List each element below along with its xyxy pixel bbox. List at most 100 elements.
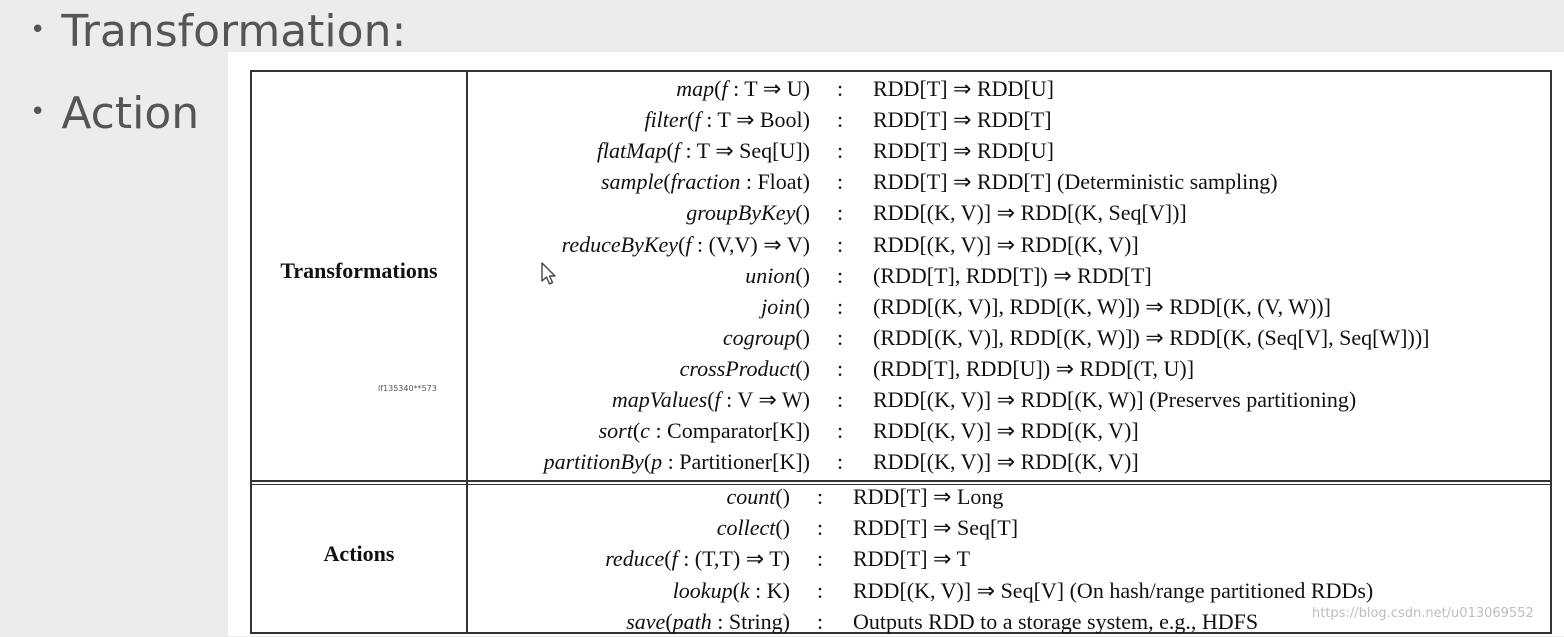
rdd-operations-table: Transformations Actions lf135340**573 ma… bbox=[250, 70, 1552, 634]
operation-signature: sort(c : Comparator[K]) bbox=[474, 415, 810, 446]
type-separator: : bbox=[836, 262, 844, 288]
operation-name: groupByKey bbox=[686, 200, 796, 226]
type-separator: : bbox=[836, 355, 844, 381]
type-separator: : bbox=[836, 138, 844, 164]
result-type: RDD[T] ⇒ Long bbox=[853, 484, 1004, 509]
result-type: RDD[T] ⇒ Seq[T] bbox=[853, 515, 1019, 541]
operation-name: join bbox=[761, 293, 796, 319]
table-row: mapValues(f : V ⇒ W): RDD[(K, V)] ⇒ RDD[(… bbox=[252, 384, 1550, 415]
result-type: RDD[T] ⇒ RDD[U] bbox=[873, 76, 1054, 101]
bullet-dot: • bbox=[30, 15, 46, 45]
table-row: sample(fraction : Float): RDD[T] ⇒ RDD[T]… bbox=[252, 166, 1550, 197]
operation-name: save bbox=[626, 608, 666, 634]
param-name: path bbox=[672, 608, 712, 634]
param-name: f bbox=[694, 107, 701, 133]
operation-name: collect bbox=[716, 515, 776, 541]
operation-name: cogroup bbox=[722, 324, 796, 350]
type-separator: : bbox=[836, 324, 844, 350]
param-name: f bbox=[685, 231, 692, 257]
operation-signature: union() bbox=[474, 260, 810, 291]
table-row: cogroup(): (RDD[(K, V)], RDD[(K, W)]) ⇒ R… bbox=[252, 322, 1550, 353]
result-type: (RDD[(K, V)], RDD[(K, W)]) ⇒ RDD[(K, (Se… bbox=[873, 324, 1430, 350]
args-open: () bbox=[775, 515, 790, 541]
site-watermark: https://blog.csdn.net/u013069552 bbox=[1312, 606, 1534, 621]
args-open: () bbox=[795, 200, 810, 226]
table-row: save(path : String): Outputs RDD to a sto… bbox=[252, 606, 1550, 637]
result-type: (RDD[(K, V)], RDD[(K, W)]) ⇒ RDD[(K, (V,… bbox=[873, 293, 1331, 319]
args-open: ( bbox=[707, 387, 715, 412]
type-separator: : bbox=[816, 608, 824, 634]
table-row: reduce(f : (T,T) ⇒ T):RDD[T] ⇒ T bbox=[252, 543, 1550, 574]
args-open: () bbox=[775, 484, 790, 509]
type-separator: : bbox=[836, 200, 844, 226]
operation-name: map bbox=[676, 76, 715, 101]
result-type: RDD[(K, V)] ⇒ Seq[V] (On hash/range part… bbox=[853, 577, 1374, 603]
operation-signature: reduceByKey(f : (V,V) ⇒ V) bbox=[474, 229, 810, 260]
result-type: RDD[(K, V)] ⇒ RDD[(K, V)] bbox=[873, 449, 1139, 475]
param-name: f bbox=[721, 76, 728, 101]
operation-signature: join() bbox=[474, 291, 810, 322]
args-open: ( bbox=[664, 546, 672, 572]
result-type: RDD[(K, V)] ⇒ RDD[(K, V)] bbox=[873, 418, 1139, 444]
type-separator: : bbox=[836, 418, 844, 444]
param-type: : Partitioner[K]) bbox=[662, 449, 810, 475]
operation-name: union bbox=[745, 262, 796, 288]
section-divider-double bbox=[252, 484, 1550, 485]
param-type: : T ⇒ Bool) bbox=[700, 107, 810, 133]
result-type: RDD[(K, V)] ⇒ RDD[(K, Seq[V])] bbox=[873, 200, 1187, 226]
bullet-action: •Action bbox=[30, 88, 199, 139]
operation-name: reduceByKey bbox=[561, 231, 679, 257]
args-open: ( bbox=[632, 418, 641, 444]
operation-signature: reduce(f : (T,T) ⇒ T) bbox=[474, 543, 790, 574]
mouse-cursor-icon bbox=[541, 262, 556, 285]
result-type: RDD[T] ⇒ RDD[U] bbox=[873, 138, 1054, 164]
table-row: reduceByKey(f : (V,V) ⇒ V):RDD[(K, V)] ⇒… bbox=[252, 229, 1550, 260]
param-name: f bbox=[714, 387, 721, 412]
result-type: Outputs RDD to a storage system, e.g., H… bbox=[853, 608, 1259, 634]
operation-name: crossProduct bbox=[679, 355, 796, 381]
operation-signature: partitionBy(p : Partitioner[K]) bbox=[474, 446, 810, 477]
operation-signature: map(f : T ⇒ U) bbox=[474, 73, 810, 104]
type-separator: : bbox=[836, 231, 844, 257]
result-type: RDD[(K, V)] ⇒ RDD[(K, W)] (Preserves par… bbox=[873, 387, 1357, 412]
type-separator: : bbox=[836, 169, 844, 195]
section-divider bbox=[252, 480, 1550, 482]
operation-signature: cogroup() bbox=[474, 322, 810, 353]
type-separator: : bbox=[836, 387, 844, 412]
param-name: fraction bbox=[670, 169, 741, 195]
param-name: f bbox=[671, 546, 678, 572]
operation-signature: lookup(k : K) bbox=[474, 575, 790, 606]
param-type: : Float) bbox=[740, 169, 810, 195]
operation-signature: save(path : String) bbox=[474, 606, 790, 637]
type-separator: : bbox=[816, 577, 824, 603]
result-type: RDD[T] ⇒ RDD[T] (Deterministic sampling) bbox=[873, 169, 1278, 195]
table-row: lookup(k : K): RDD[(K, V)] ⇒ Seq[V] (On h… bbox=[252, 575, 1550, 606]
operation-signature: mapValues(f : V ⇒ W) bbox=[474, 384, 810, 415]
operation-name: lookup bbox=[672, 577, 733, 603]
table-row: join(): (RDD[(K, V)], RDD[(K, W)]) ⇒ RDD[… bbox=[252, 291, 1550, 322]
bullet-text: Transformation: bbox=[61, 6, 407, 57]
column-divider bbox=[466, 72, 468, 632]
operation-name: count bbox=[726, 484, 776, 509]
param-type: : K) bbox=[749, 577, 790, 603]
table-row: map(f : T ⇒ U): RDD[T] ⇒ RDD[U] bbox=[252, 73, 1550, 104]
table-row: filter(f : T ⇒ Bool):RDD[T] ⇒ RDD[T] bbox=[252, 104, 1550, 135]
type-separator: : bbox=[836, 76, 844, 101]
param-type: : (V,V) ⇒ V) bbox=[691, 231, 810, 257]
operation-name: sort bbox=[598, 418, 633, 444]
args-open: () bbox=[795, 355, 810, 381]
operation-name: flatMap bbox=[596, 138, 667, 164]
param-name: p bbox=[651, 449, 663, 475]
args-open: ( bbox=[714, 76, 722, 101]
operation-signature: flatMap(f : T ⇒ Seq[U]) bbox=[474, 135, 810, 166]
args-open: ( bbox=[732, 577, 740, 603]
param-type: : Comparator[K]) bbox=[649, 418, 810, 444]
param-type: : (T,T) ⇒ T) bbox=[677, 546, 790, 572]
operation-signature: crossProduct() bbox=[474, 353, 810, 384]
args-open: ( bbox=[665, 608, 673, 634]
operation-name: partitionBy bbox=[543, 449, 644, 475]
type-separator: : bbox=[836, 293, 844, 319]
operation-signature: sample(fraction : Float) bbox=[474, 166, 810, 197]
param-type: : V ⇒ W) bbox=[720, 387, 810, 412]
table-row: count():RDD[T] ⇒ Long bbox=[252, 481, 1550, 512]
